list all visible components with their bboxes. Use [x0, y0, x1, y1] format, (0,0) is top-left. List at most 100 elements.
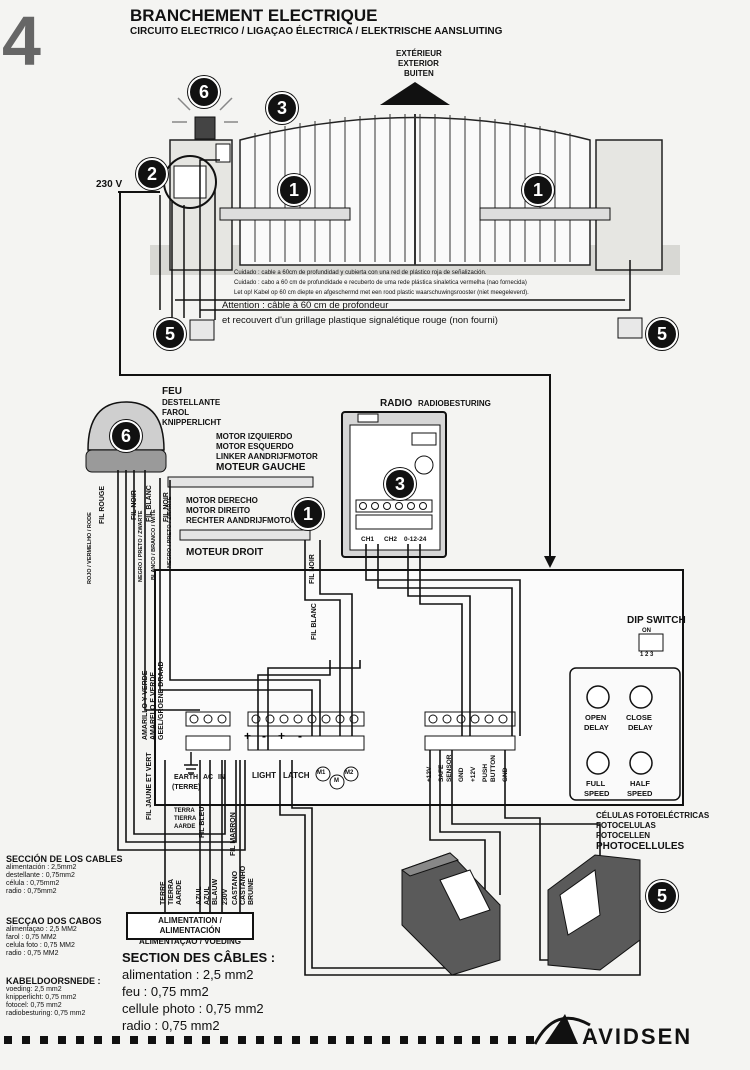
cable-section-es-line: alimentación : 2,5mm2 — [6, 864, 77, 872]
loop-arrow — [544, 556, 556, 568]
lamp-rays — [172, 97, 238, 123]
alimentation-wires — [164, 760, 241, 912]
wire-label-castanho: CASTANHO — [240, 865, 247, 905]
dip-switch-numbers: 1 2 3 — [640, 652, 654, 658]
terminal-light: LIGHT — [252, 771, 276, 780]
photocell-label-fr: PHOTOCELLULES — [596, 841, 685, 852]
brand-logo-swoosh — [533, 1016, 591, 1045]
terminal-safe: SAFE — [438, 764, 445, 782]
wire-label-blanco: BLANCO / BRANCO / WITE — [151, 509, 157, 580]
wire-label-fil-noir-3: FIL NOIR — [309, 554, 316, 584]
cable-note-pt: Cuidado : cabo a 60 cm de profundidade e… — [234, 280, 527, 286]
badge-right-motor: 1 — [522, 174, 554, 206]
radio-antenna-port — [357, 413, 379, 423]
bottom-dash-border — [4, 1036, 534, 1044]
knob-half-speed-2: SPEED — [627, 789, 653, 798]
terminal-gnd-2: GND — [502, 767, 509, 782]
badge-left-photocell: 5 — [154, 318, 186, 350]
badge-motor-right: 1 — [292, 498, 324, 530]
m2-circle — [343, 766, 359, 782]
terra-label-2: TIERRA — [174, 816, 197, 822]
badge-right-photocell: 5 — [646, 318, 678, 350]
wire-label-azul: AZUL — [196, 886, 203, 905]
cable-section-nl-line: knipperlicht: 0,75 mm2 — [6, 994, 77, 1002]
brand-logo-mark — [545, 1014, 578, 1044]
cable-section-nl-line: fotocel: 0,75 mm2 — [6, 1002, 62, 1010]
cable-note-fr-2: et recouvert d'un grillage plastique sig… — [222, 315, 498, 326]
voltage-label: 230 V — [96, 179, 123, 190]
badge-left-motor: 1 — [278, 174, 310, 206]
sensor-terminal-block — [424, 711, 516, 751]
wire-label-aarde: AARDE — [176, 880, 183, 905]
radio-power-pins: 0-12-24 — [404, 536, 427, 543]
motor-left-nl: LINKER AANDRIJFMOTOR — [216, 452, 318, 461]
alimentation-box: ALIMENTATION / ALIMENTACIÓN ALIMENTAÇAO … — [126, 912, 254, 946]
badge-flash-light: 6 — [188, 76, 220, 108]
main-loop-cable — [119, 192, 551, 560]
earth-symbol — [184, 752, 198, 774]
wire-label-negro-2: NEGRO / PRETO / ZWARTE — [167, 496, 173, 568]
plus-sign: + — [244, 729, 251, 743]
feu-label-es: DESTELLANTE — [162, 398, 221, 407]
cable-section-pt-line: radio : 0,75 MM2 — [6, 950, 59, 958]
cable-section-fr-title: SECTION DES CÂBLES : — [122, 950, 276, 965]
photocell-receiver — [400, 852, 501, 976]
cable-section-es-title: SECCIÓN DE LOS CABLES — [6, 854, 123, 864]
step-number: 4 — [2, 2, 41, 80]
wire-label-terre: TERRE — [160, 881, 167, 905]
minus-sign: - — [262, 729, 266, 743]
motor-left-es: MOTOR IZQUIERDO — [216, 432, 293, 441]
badge-feu: 6 — [110, 420, 142, 452]
wire-label-fil-marron: FIL MARRON — [230, 812, 237, 856]
cable-section-es-line: radio : 0,75mm2 — [6, 888, 57, 896]
cable-section-fr-line: radio : 0,75 mm2 — [122, 1017, 220, 1033]
motor-right-es: MOTOR DERECHO — [186, 496, 258, 505]
terminal-earth: EARTH — [174, 774, 199, 781]
cable-note-fr-1: Attention : câble à 60 cm de profondeur — [222, 300, 389, 311]
terminal-terre: (TERRE) — [172, 784, 201, 791]
left-gate-motor — [219, 207, 351, 221]
wire-label-amarillo: AMARILLO Y VERDE — [142, 670, 149, 740]
terminal-button: BUTTON — [490, 755, 497, 782]
cable-note-es: Cuidado : cable a 60cm de profundidad y … — [234, 270, 487, 276]
radio-ch1: CH1 — [361, 536, 375, 543]
badge-photocells: 5 — [646, 880, 678, 912]
page-title: BRANCHEMENT ELECTRIQUE — [130, 6, 378, 25]
cable-section-es: SECCIÓN DE LOS CABLES alimentación : 2,5… — [6, 854, 123, 897]
cable-section-pt-title: SECÇAO DOS CABOS — [6, 916, 102, 926]
minus-sign-2: - — [298, 729, 302, 743]
terminal-ac: AC — [203, 774, 214, 781]
cable-section-pt-line: alimentaçao : 2,5 MM2 — [6, 926, 77, 934]
wire-label-tierra: TIERRA — [168, 878, 175, 905]
motor-right-pt: MOTOR DIREITO — [186, 506, 251, 515]
badge-control-box: 2 — [136, 158, 168, 190]
radio-buttons — [411, 432, 437, 446]
photocell-label-nl: FOTOCELLEN — [596, 831, 651, 840]
left-motor — [167, 476, 314, 488]
cable-section-fr-line: feu : 0,75 mm2 — [122, 983, 209, 999]
plus-sign-2: + — [278, 729, 285, 743]
terminal-m1: M1 — [317, 770, 326, 776]
knob-open-delay-2: DELAY — [584, 723, 609, 732]
cable-section-fr: SECTION DES CÂBLES : alimentation : 2,5 … — [122, 950, 275, 1034]
page-subtitle: CIRCUITO ELECTRICO / LIGAÇAO ÉLECTRICA /… — [130, 26, 503, 37]
alimentation-line-1: ALIMENTATION / ALIMENTACIÓN — [158, 916, 222, 936]
power-terminal-block — [185, 711, 231, 751]
cable-section-es-line: destellante : 0,75mm2 — [6, 872, 75, 880]
terminal-12v-2: +12V — [470, 766, 477, 782]
knob-close-delay-1: CLOSE — [626, 713, 652, 722]
cable-section-nl-line: radiobesturing: 0,75 mm2 — [6, 1010, 86, 1018]
alimentation-line-2: ALIMENTAÇAO / VOEDING — [138, 936, 242, 946]
radio-chip — [414, 455, 434, 475]
terminal-gnd: GND — [458, 767, 465, 782]
cable-section-pt-line: celula foto : 0,75 MM2 — [6, 942, 75, 950]
adjustment-knobs — [586, 685, 653, 775]
wire-label-amarelo: AMARELO E VERDE — [150, 671, 157, 740]
exterior-label-es: EXTERIOR — [398, 59, 439, 68]
radio-label-nl: RADIOBESTURING — [418, 399, 491, 408]
wire-label-geel: GEEL/GROENE DRAAD — [158, 661, 165, 740]
motor-terminal-block — [247, 711, 365, 751]
pillar-flash-lamp — [194, 116, 216, 140]
